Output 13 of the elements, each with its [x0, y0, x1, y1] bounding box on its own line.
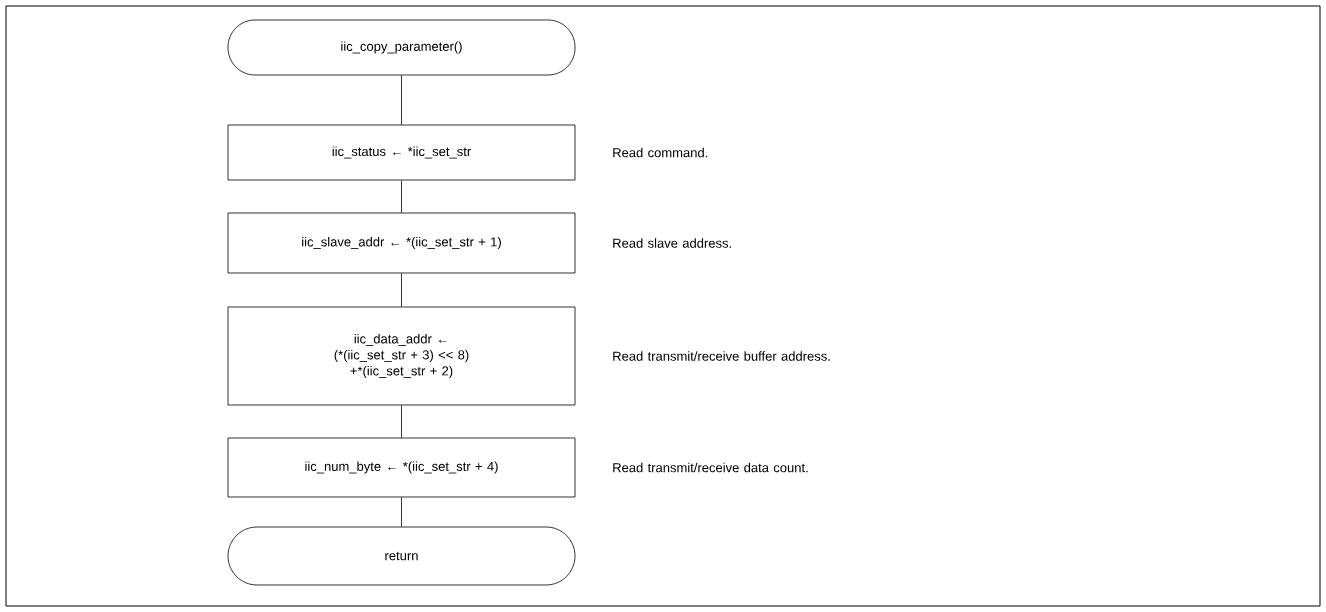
comment-text: Read transmit/receive data count. — [613, 462, 808, 473]
comment-text: Read command. — [613, 147, 708, 158]
connector-line — [401, 405, 402, 438]
comment-text: Read transmit/receive buffer address. — [613, 351, 830, 361]
process-box: iic_num_byte ← *(iic_set_str + 4) — [227, 437, 576, 498]
connector-line — [401, 273, 402, 307]
process-box: iic_data_addr ← (*(iic_set_str + 3) << 8) +*(iic_set_str + 2) — [227, 306, 576, 406]
comment-text: Read slave address. — [613, 238, 731, 248]
process-box: iic_slave_addr ← *(iic_set_str + 1) — [227, 212, 576, 274]
process-box: iic_status ← *iic_set_str — [227, 124, 576, 181]
connector-line — [401, 75, 402, 125]
connector-line — [401, 180, 402, 213]
connector-line — [401, 497, 402, 527]
